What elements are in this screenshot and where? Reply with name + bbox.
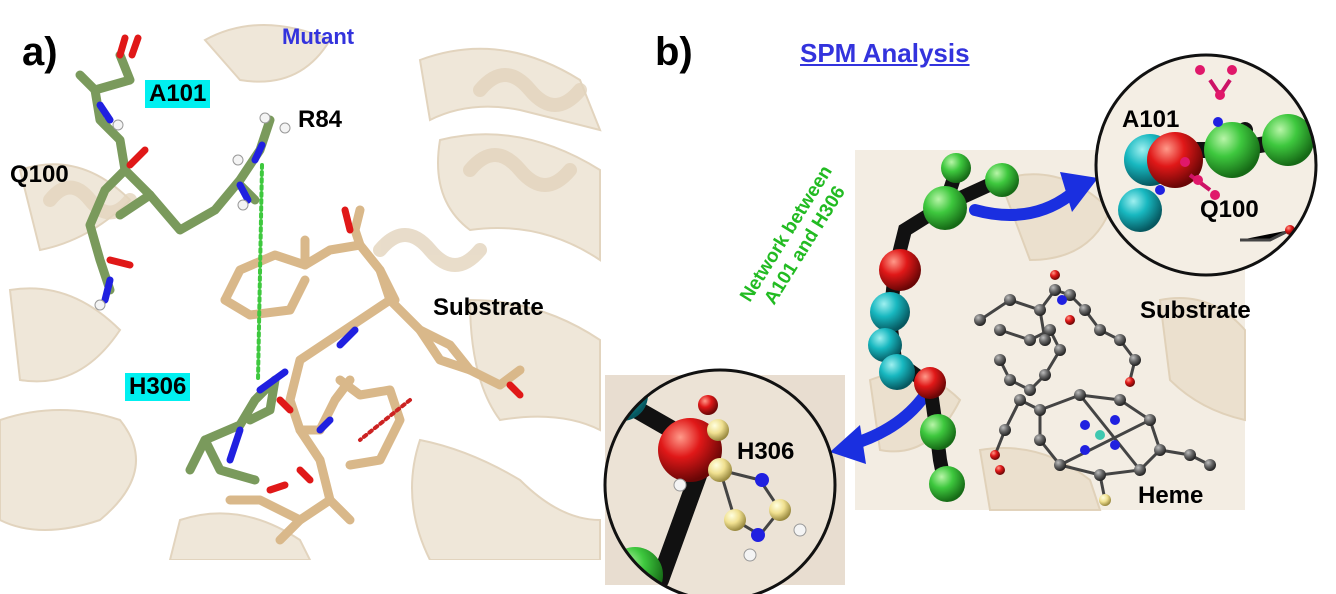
label-q100: Q100 xyxy=(10,161,69,188)
label-heme: Heme xyxy=(1138,482,1204,509)
panel-a-molecules xyxy=(75,34,525,545)
zoom-circle-bottom xyxy=(603,368,837,594)
panel-a-letter: a) xyxy=(22,30,58,74)
label-h306: H306 xyxy=(125,373,191,401)
label-a101-zoom: A101 xyxy=(1122,106,1180,133)
panel-b-arrows xyxy=(830,172,1098,464)
spm-network xyxy=(868,153,1019,502)
label-q100-zoom: Q100 xyxy=(1200,196,1259,223)
zoom-circle-top xyxy=(1094,53,1318,277)
label-substrate-a: Substrate xyxy=(433,294,544,321)
panel-b-letter: b) xyxy=(655,30,693,74)
label-r84: R84 xyxy=(298,106,343,133)
panel-a-background xyxy=(0,0,605,560)
label-h306-zoom: H306 xyxy=(737,438,795,465)
panel-b-substrate xyxy=(974,270,1141,396)
label-substrate-b: Substrate xyxy=(1140,297,1251,324)
q100-a101-r84-sticks xyxy=(75,50,275,295)
label-a101: A101 xyxy=(145,80,211,108)
panel-b-heme xyxy=(990,389,1216,506)
panel-a-title: Mutant xyxy=(282,24,355,49)
panel-b-title: SPM Analysis xyxy=(800,38,970,68)
